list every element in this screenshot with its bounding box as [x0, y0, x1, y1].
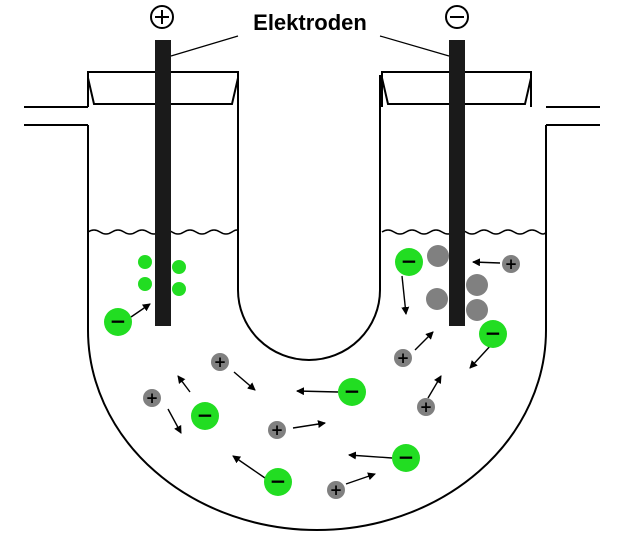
migration-arrow	[348, 451, 393, 460]
cation-particle: +	[327, 481, 345, 499]
svg-text:+: +	[214, 353, 227, 371]
svg-text:−: −	[344, 379, 361, 403]
anode-deposit-particle	[138, 255, 152, 269]
svg-text:−: −	[485, 321, 502, 345]
anion-particle: −	[338, 378, 366, 406]
svg-text:−: −	[197, 403, 214, 427]
electrode-deposits	[138, 245, 488, 321]
migration-arrow	[472, 258, 501, 267]
svg-text:−: −	[398, 445, 415, 469]
anion-particle: −	[392, 444, 420, 472]
cathode-deposit-particle	[466, 299, 488, 321]
anion-particle: −	[191, 402, 219, 430]
migration-arrow	[177, 375, 191, 393]
label-pointer-left	[170, 35, 239, 57]
migration-arrow	[414, 331, 434, 351]
cathode-deposit-particle	[427, 245, 449, 267]
cathode-deposit-particle	[466, 274, 488, 296]
svg-text:+: +	[397, 349, 410, 367]
cation-particle: +	[211, 353, 229, 371]
cathode-polarity-symbol	[445, 5, 469, 29]
cation-particle: +	[417, 398, 435, 416]
anion-particle: −	[479, 320, 507, 348]
u-tube-inner-wall	[237, 75, 381, 361]
svg-text:+: +	[420, 398, 433, 416]
anode-electrode	[155, 40, 171, 326]
svg-text:+: +	[330, 481, 343, 499]
svg-text:+: +	[271, 421, 284, 439]
migration-arrow	[292, 420, 326, 429]
cation-particle: +	[394, 349, 412, 367]
migration-arrows	[130, 258, 501, 485]
migration-arrow	[130, 303, 151, 318]
migration-arrow	[427, 375, 442, 399]
left-ledge	[24, 106, 88, 126]
anode-deposit-particle	[172, 260, 186, 274]
svg-text:+: +	[505, 255, 518, 273]
cation-particle: +	[268, 421, 286, 439]
svg-text:−: −	[401, 249, 418, 273]
svg-text:−: −	[110, 309, 127, 333]
cathode-deposit-particle	[426, 288, 448, 310]
migration-arrow	[345, 472, 376, 485]
migration-arrow	[469, 343, 493, 369]
ions-layer: − − − − − − − + + + + + + +	[104, 248, 520, 499]
migration-arrow	[232, 455, 266, 479]
anode-deposit-particle	[138, 277, 152, 291]
u-tube-outer-wall	[87, 125, 547, 531]
migration-arrow	[167, 408, 182, 434]
anion-particle: −	[264, 468, 292, 496]
anode-polarity-symbol	[150, 5, 174, 29]
right-ledge	[546, 106, 600, 126]
anion-particle: −	[104, 308, 132, 336]
anode-deposit-particle	[172, 282, 186, 296]
migration-arrow	[401, 275, 410, 315]
anion-particle: −	[395, 248, 423, 276]
svg-text:−: −	[270, 469, 287, 493]
migration-arrow	[296, 387, 339, 396]
label-pointer-right	[379, 35, 450, 57]
liquid-surface-right	[381, 229, 547, 235]
cathode-electrode	[449, 40, 465, 326]
electrodes-label: Elektroden	[253, 10, 367, 35]
svg-text:+: +	[146, 389, 159, 407]
cation-particle: +	[143, 389, 161, 407]
migration-arrow	[233, 371, 256, 391]
cation-particle: +	[502, 255, 520, 273]
